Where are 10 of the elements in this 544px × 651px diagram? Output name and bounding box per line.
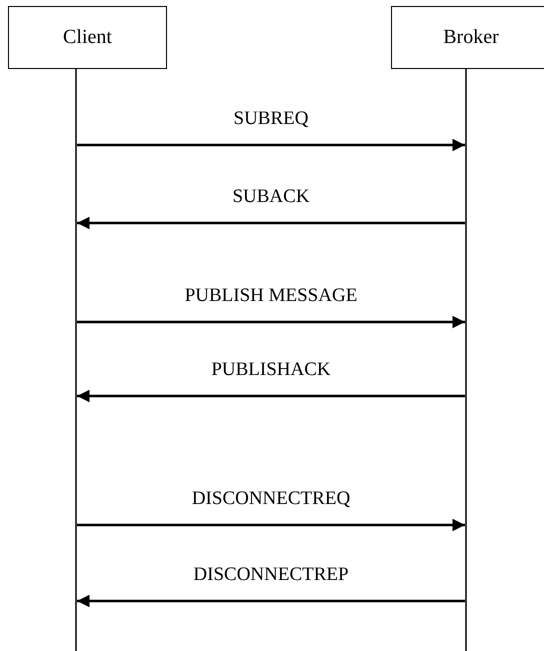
message-arrow	[77, 316, 465, 328]
participant-name: Client	[63, 26, 112, 49]
message-label: SUBREQ	[232, 108, 310, 130]
message-arrow	[77, 216, 465, 230]
message-arrow	[77, 518, 465, 532]
message-label: DISCONNECTREQ	[190, 488, 352, 510]
message-arrow	[77, 594, 465, 608]
message-arrow	[77, 390, 465, 402]
message-arrow	[77, 138, 465, 152]
participant-name: Broker	[443, 26, 499, 49]
